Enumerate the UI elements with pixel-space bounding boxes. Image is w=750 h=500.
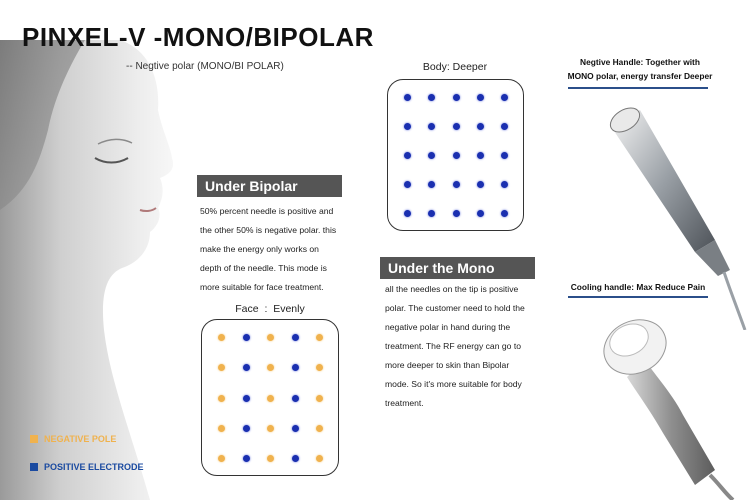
positive-dot (428, 181, 436, 188)
bipolar-description: 50% percent needle is positive and the ot… (200, 202, 385, 297)
negative-dot (218, 334, 225, 341)
negative-handle-line2: MONO polar, energy transfer Deeper (567, 71, 713, 81)
positive-dot (291, 364, 299, 372)
negative-dot (316, 334, 323, 341)
negative-dot (267, 364, 274, 372)
page-subtitle: -- Negtive polar (MONO/BI POLAR) (126, 61, 284, 72)
positive-dot (476, 152, 484, 159)
positive-dot (428, 123, 436, 130)
positive-dot (291, 394, 299, 402)
positive-dot (476, 210, 484, 217)
positive-dot (452, 123, 460, 130)
bipolar-heading: Under Bipolar (197, 175, 342, 197)
negative-dot (316, 424, 323, 432)
negative-dot (218, 364, 225, 372)
positive-dot (452, 152, 460, 159)
positive-dot (452, 210, 460, 217)
cooling-handle-underline (568, 296, 708, 298)
negative-dot (218, 424, 225, 432)
negative-dot (218, 394, 225, 402)
bipolar-line: depth of the needle. This mode is (200, 263, 327, 273)
positive-electrode-swatch (30, 463, 38, 471)
mono-line: polar. The customer need to hold the (385, 303, 525, 313)
positive-dot (404, 152, 411, 159)
negative-handle-image (609, 107, 747, 330)
positive-electrode-label: POSITIVE ELECTRODE (44, 462, 144, 472)
negative-pole-label: NEGATIVE POLE (44, 434, 117, 444)
positive-dot (476, 94, 484, 101)
positive-dot (501, 152, 508, 159)
mono-heading: Under the Mono mode (380, 257, 535, 292)
positive-dot (291, 334, 299, 341)
mono-line: treatment. (385, 398, 424, 408)
mono-line: negative polar in hand during the (385, 322, 511, 332)
mono-description: all the needles on the tip is positive po… (385, 280, 575, 413)
positive-dot (404, 94, 411, 101)
positive-dot (476, 123, 484, 130)
legend-positive-electrode: POSITIVE ELECTRODE (30, 462, 144, 472)
mono-line: more deeper to skin than Bipolar (385, 360, 510, 370)
face-box-title: Face : Evenly (235, 303, 305, 315)
positive-dot (291, 424, 299, 432)
negative-dot (267, 455, 274, 462)
positive-dot (428, 210, 436, 217)
cooling-handle-caption: Cooling handle: Max Reduce Pain (570, 282, 706, 292)
negative-dot (267, 334, 274, 341)
positive-dot (242, 364, 250, 372)
positive-dot (501, 210, 508, 217)
positive-dot (501, 94, 508, 101)
negative-handle-caption: Negtive Handle: Together with MONO polar… (565, 55, 715, 83)
page-title: PINXEL-V -MONO/BIPOLAR (22, 22, 374, 52)
negative-dot (267, 394, 274, 402)
negative-pole-swatch (30, 435, 38, 443)
positive-dot (428, 94, 436, 101)
positive-dot (476, 181, 484, 188)
negative-dot (218, 455, 225, 462)
positive-dot (242, 455, 250, 462)
positive-dot (428, 152, 436, 159)
bipolar-line: 50% percent needle is positive and (200, 206, 334, 216)
negative-dot (267, 424, 274, 432)
bipolar-line: the other 50% is negative polar. this (200, 225, 337, 235)
positive-dot (452, 181, 460, 188)
mono-line: all the needles on the tip is positive (385, 284, 519, 294)
body-box-title: Body: Deeper (422, 61, 488, 73)
face-profile-image (0, 40, 174, 500)
positive-dot (404, 123, 411, 130)
face-dot-grid (201, 319, 339, 476)
body-dot-grid (387, 79, 524, 231)
bipolar-line: make the energy only works on (200, 244, 319, 254)
negative-dot (316, 455, 323, 462)
mono-line: mode. So it's more suitable for body (385, 379, 522, 389)
positive-dot (404, 181, 411, 188)
negative-handle-underline (568, 87, 708, 89)
legend-negative-pole: NEGATIVE POLE (30, 434, 116, 444)
positive-dot (452, 94, 460, 101)
negative-dot (316, 394, 323, 402)
positive-dot (501, 181, 508, 188)
positive-dot (242, 424, 250, 432)
mono-line: treatment. The RF energy can go to (385, 341, 521, 351)
cooling-handle-image (603, 319, 735, 500)
positive-dot (501, 123, 508, 130)
positive-dot (404, 210, 411, 217)
positive-dot (291, 455, 299, 462)
negative-dot (316, 364, 323, 372)
negative-handle-line1: Negtive Handle: Together with (580, 57, 700, 67)
positive-dot (242, 334, 250, 341)
positive-dot (242, 394, 250, 402)
bipolar-line: more suitable for face treatment. (200, 282, 324, 292)
